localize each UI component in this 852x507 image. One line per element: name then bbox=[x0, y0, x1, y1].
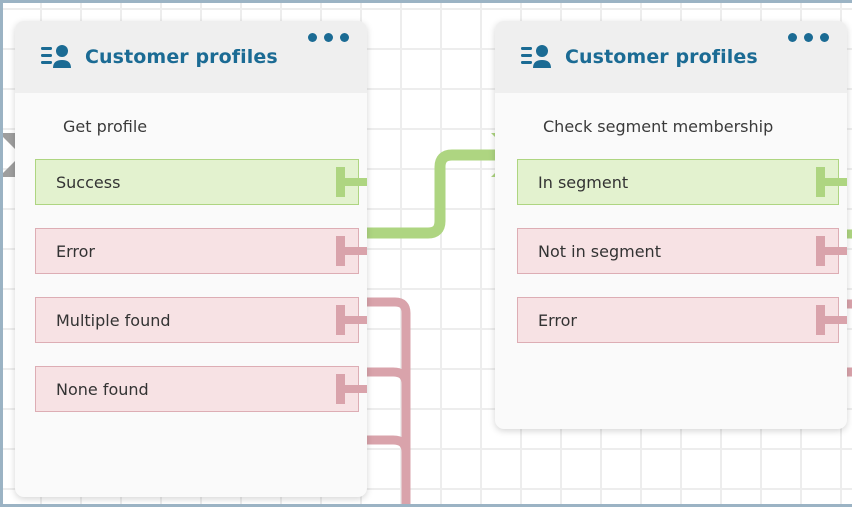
node-operation-label: Get profile bbox=[63, 116, 148, 136]
output-port-none-found[interactable]: None found bbox=[35, 366, 367, 412]
port-connector-stub[interactable] bbox=[336, 305, 367, 335]
node-operation-row[interactable]: Check segment membership bbox=[495, 93, 847, 159]
customer-profile-icon bbox=[521, 45, 551, 68]
output-port-label: In segment bbox=[538, 172, 629, 192]
output-port-success[interactable]: Success bbox=[35, 159, 367, 205]
node-card-get-profile[interactable]: Customer profiles Get profile Success Er… bbox=[15, 21, 367, 497]
output-port-label: Success bbox=[56, 172, 121, 192]
node-operation-row[interactable]: Get profile bbox=[15, 93, 367, 159]
node-body: Get profile Success Error Multiple found bbox=[15, 93, 367, 465]
connector-success-to-check-segment bbox=[363, 149, 495, 239]
node-body: Check segment membership In segment Not … bbox=[495, 93, 847, 396]
node-card-check-segment[interactable]: Customer profiles Check segment membersh… bbox=[495, 21, 847, 429]
output-port-label: None found bbox=[56, 379, 149, 399]
output-port-label: Error bbox=[538, 310, 577, 330]
ellipsis-menu-icon[interactable] bbox=[788, 33, 829, 42]
output-port-error[interactable]: Error bbox=[517, 297, 847, 343]
output-port-in-segment[interactable]: In segment bbox=[517, 159, 847, 205]
output-port-not-in-segment[interactable]: Not in segment bbox=[517, 228, 847, 274]
port-connector-stub[interactable] bbox=[336, 236, 367, 266]
port-connector-stub[interactable] bbox=[336, 374, 367, 404]
port-connector-stub[interactable] bbox=[816, 305, 847, 335]
node-title: Customer profiles bbox=[85, 46, 278, 68]
output-port-label: Error bbox=[56, 241, 95, 261]
output-port-label: Multiple found bbox=[56, 310, 171, 330]
connector-error-bus bbox=[363, 297, 411, 504]
node-operation-label: Check segment membership bbox=[543, 116, 774, 136]
output-port-multiple-found[interactable]: Multiple found bbox=[35, 297, 367, 343]
port-connector-stub[interactable] bbox=[336, 167, 367, 197]
output-port-label: Not in segment bbox=[538, 241, 661, 261]
ellipsis-menu-icon[interactable] bbox=[308, 33, 349, 42]
node-header[interactable]: Customer profiles bbox=[495, 21, 847, 93]
customer-profile-icon bbox=[41, 45, 71, 68]
node-title: Customer profiles bbox=[565, 46, 758, 68]
output-port-error[interactable]: Error bbox=[35, 228, 367, 274]
node-header[interactable]: Customer profiles bbox=[15, 21, 367, 93]
port-connector-stub[interactable] bbox=[816, 236, 847, 266]
port-connector-stub[interactable] bbox=[816, 167, 847, 197]
